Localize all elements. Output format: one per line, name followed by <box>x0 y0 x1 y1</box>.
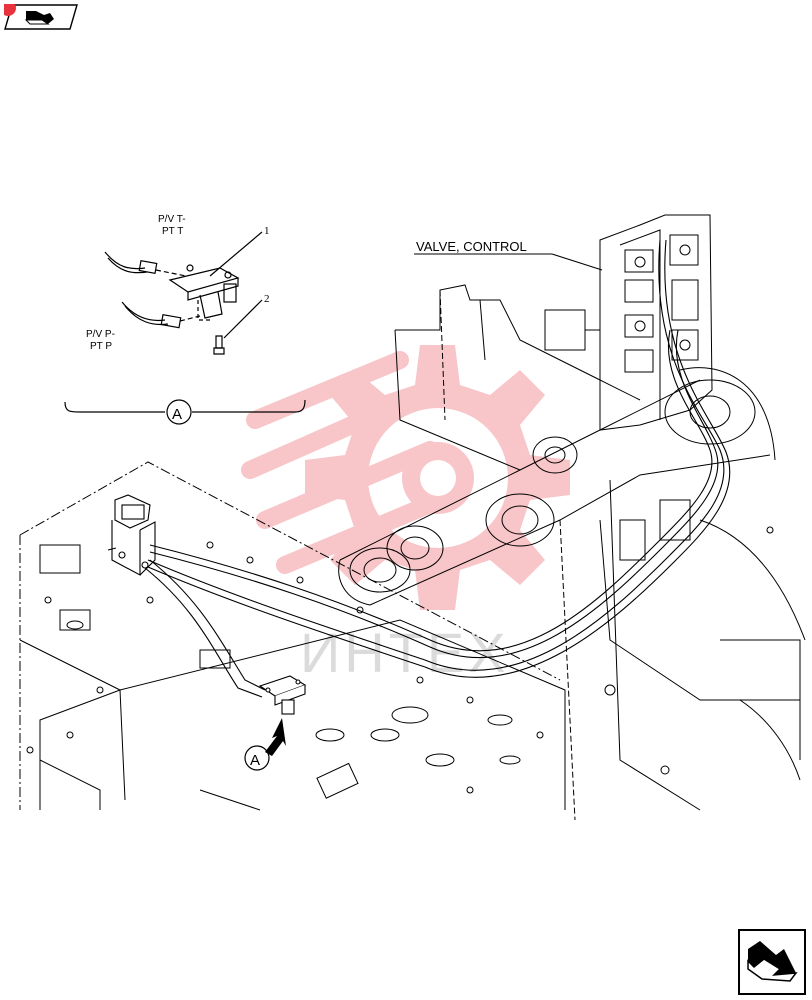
label-pv-p-line2: PT P <box>90 341 112 352</box>
watermark-text: ИНТЕХ <box>300 621 510 684</box>
boom-pin-bore-3 <box>664 379 756 445</box>
hydraulic-hoses <box>144 239 731 698</box>
control-valve <box>544 214 713 431</box>
pressure-switch-assembly <box>107 494 156 576</box>
detail-a-inset <box>64 231 306 425</box>
hose-p <box>121 301 166 322</box>
bolt <box>215 335 223 349</box>
label-pv-t-line2: PT T <box>162 226 183 237</box>
label-pv-p-line1: P/V P- <box>86 329 115 340</box>
view-arrow-icon <box>265 718 286 756</box>
detail-a-label-top: A <box>172 406 182 423</box>
next-page-button[interactable] <box>738 929 806 995</box>
label-pv-t-line1: P/V T- <box>158 214 186 225</box>
detail-a-callout-circle <box>244 745 270 771</box>
previous-page-button[interactable] <box>0 0 78 30</box>
next-page-arrow-icon <box>738 929 806 995</box>
detail-a-label-bottom: A <box>250 752 260 769</box>
callout-2: 2 <box>264 293 270 305</box>
callout-1: 1 <box>264 225 270 237</box>
boom-frame <box>338 284 806 821</box>
floor-plate <box>19 461 566 811</box>
boom-pin-bore-2 <box>485 493 555 547</box>
previous-page-arrow-icon <box>0 0 78 30</box>
hose-t <box>104 251 146 270</box>
detail-a-bracket <box>64 401 165 413</box>
watermark-logo <box>241 345 570 610</box>
label-valve-control: VALVE, CONTROL <box>416 239 527 254</box>
floor-pressure-switch <box>258 675 307 715</box>
